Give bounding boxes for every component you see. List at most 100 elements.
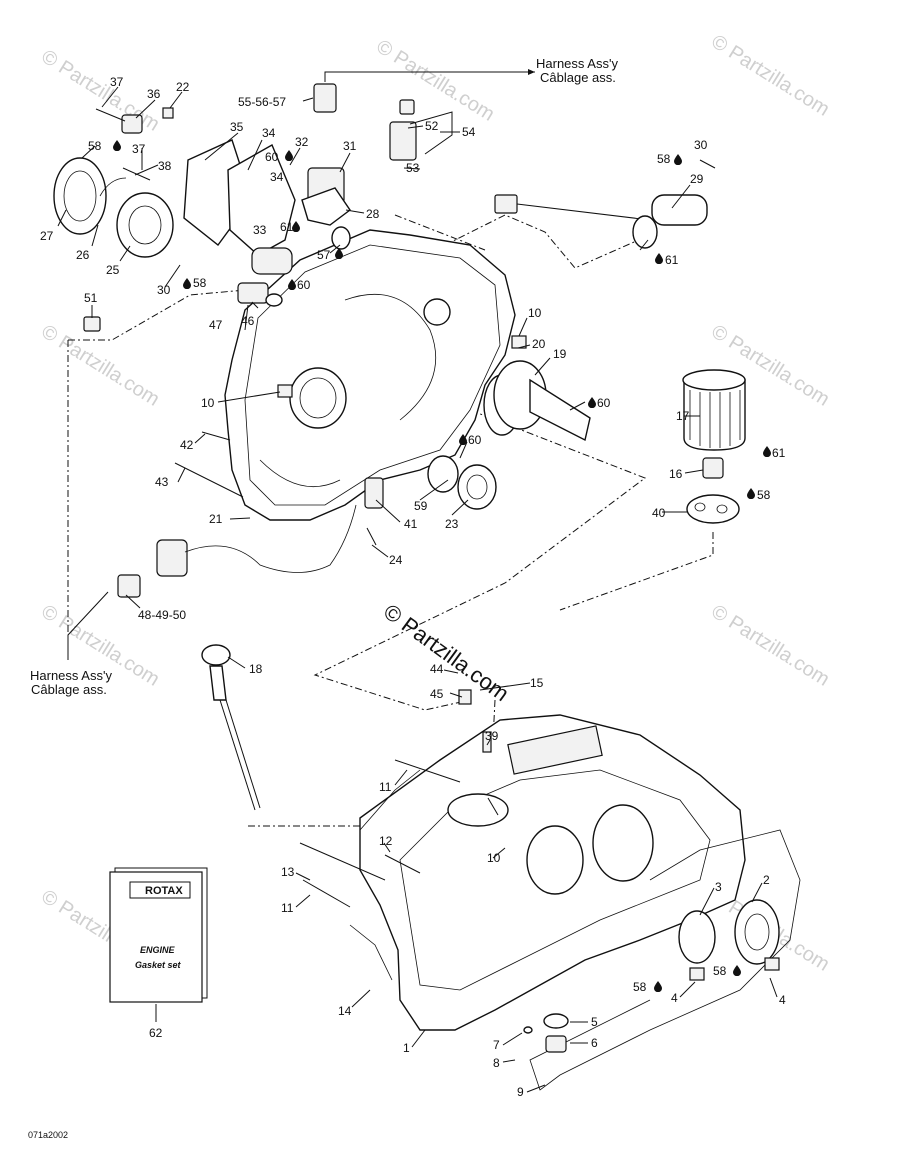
callout-17: 17 xyxy=(676,409,690,423)
connector-icon xyxy=(313,83,337,113)
oil-drop-icon xyxy=(113,140,121,151)
callout-5: 5 xyxy=(591,1015,598,1029)
callout-30: 30 xyxy=(694,138,708,152)
watermark-text: © Partzilla.com xyxy=(37,321,163,411)
watermark-text: © Partzilla.com xyxy=(707,601,833,691)
callout-30: 30 xyxy=(157,283,171,297)
callout-23: 23 xyxy=(445,517,459,531)
oil-drop-icon xyxy=(654,981,662,992)
callout-58: 58 xyxy=(88,139,102,153)
callout-18: 18 xyxy=(249,662,263,676)
callout-11: 11 xyxy=(281,901,294,915)
oil-drop-icon xyxy=(763,446,771,457)
callout-9: 9 xyxy=(517,1085,524,1099)
callout-10: 10 xyxy=(528,306,542,320)
callout-58: 58 xyxy=(633,980,647,994)
harness-left: Harness Ass'y Câblage ass. xyxy=(30,591,112,697)
callout-29: 29 xyxy=(690,172,704,186)
callout-51: 51 xyxy=(84,291,98,305)
callout-34: 34 xyxy=(270,170,284,184)
upper-right-parts xyxy=(389,99,708,249)
callout-58: 58 xyxy=(713,964,727,978)
callout-21: 21 xyxy=(209,512,223,526)
callout-58: 58 xyxy=(657,152,671,166)
callout-19: 19 xyxy=(553,347,567,361)
callout-36: 36 xyxy=(147,87,161,101)
callout-31: 31 xyxy=(343,139,357,153)
callout-61: 61 xyxy=(665,253,679,267)
callout-38: 38 xyxy=(158,159,172,173)
callout-34: 34 xyxy=(262,126,276,140)
upper-left-parts xyxy=(53,107,351,332)
callout-60: 60 xyxy=(297,278,311,292)
callout-59: 59 xyxy=(414,499,428,513)
oil-drop-icon xyxy=(183,278,191,289)
callout-53: 53 xyxy=(406,161,420,175)
center-watermark: © Partzilla.com xyxy=(379,599,514,706)
oil-drop-icon xyxy=(674,154,682,165)
callout-15: 15 xyxy=(530,676,544,690)
diagram-code: 071a2002 xyxy=(28,1130,68,1140)
callout-46: 46 xyxy=(241,314,255,328)
harness-top-line2: Câblage ass. xyxy=(540,70,616,85)
callout-20: 20 xyxy=(532,337,546,351)
callout-13: 13 xyxy=(281,865,295,879)
assembly-lines xyxy=(67,214,714,827)
callout-16: 16 xyxy=(669,467,683,481)
callout-22: 22 xyxy=(176,80,190,94)
leader-lines xyxy=(57,86,778,1093)
callout-10: 10 xyxy=(201,396,215,410)
oil-drop-icon xyxy=(747,488,755,499)
manual-brand: ROTAX xyxy=(145,885,183,897)
callout-7: 7 xyxy=(493,1038,500,1052)
callout-55-56-57: 55-56-57 xyxy=(238,95,286,109)
callout-45: 45 xyxy=(430,687,444,701)
callout-37: 37 xyxy=(110,75,124,89)
callout-37: 37 xyxy=(132,142,146,156)
callout-60: 60 xyxy=(265,150,279,164)
callout-labels: 37 36 22 35 34 32 31 58 37 60 38 34 28 3… xyxy=(40,75,786,1099)
callout-52: 52 xyxy=(425,119,439,133)
callout-33: 33 xyxy=(253,223,267,237)
oil-drop-icon xyxy=(733,965,741,976)
callout-47: 47 xyxy=(209,318,223,332)
callout-1: 1 xyxy=(403,1041,410,1055)
callout-11: 11 xyxy=(379,780,392,794)
callout-12: 12 xyxy=(379,834,393,848)
callout-10: 10 xyxy=(487,851,501,865)
callout-42: 42 xyxy=(180,438,194,452)
callout-2: 2 xyxy=(763,873,770,887)
callout-24: 24 xyxy=(389,553,403,567)
callout-61: 61 xyxy=(280,220,294,234)
callout-54: 54 xyxy=(462,125,476,139)
callout-58: 58 xyxy=(757,488,771,502)
manual-line2: Gasket set xyxy=(135,960,182,970)
oil-drop-icon xyxy=(588,397,596,408)
callout-60: 60 xyxy=(597,396,611,410)
callout-61: 61 xyxy=(772,446,786,460)
gasket-set-manual: ROTAX ENGINE Gasket set xyxy=(109,867,208,1022)
watermark-text: © Partzilla.com xyxy=(707,31,833,121)
harness-top-line1: Harness Ass'y xyxy=(536,56,618,71)
watermark-text: © Partzilla.com xyxy=(372,36,498,126)
callout-43: 43 xyxy=(155,475,169,489)
harness-top: Harness Ass'y Câblage ass. xyxy=(313,56,618,113)
callout-6: 6 xyxy=(591,1036,598,1050)
callout-39: 39 xyxy=(485,729,499,743)
callout-26: 26 xyxy=(76,248,90,262)
harness-left-line2: Câblage ass. xyxy=(31,682,107,697)
callout-4: 4 xyxy=(779,993,786,1007)
callout-40: 40 xyxy=(652,506,666,520)
oil-filter xyxy=(682,369,746,524)
callout-3: 3 xyxy=(715,880,722,894)
callout-35: 35 xyxy=(230,120,244,134)
middle-parts xyxy=(174,335,591,546)
lower-crankcase xyxy=(299,689,801,1091)
callout-44: 44 xyxy=(430,662,444,676)
callout-60: 60 xyxy=(468,433,482,447)
callout-25: 25 xyxy=(106,263,120,277)
callout-32: 32 xyxy=(295,135,309,149)
callout-8: 8 xyxy=(493,1056,500,1070)
watermark-text: © Partzilla.com xyxy=(37,46,163,136)
